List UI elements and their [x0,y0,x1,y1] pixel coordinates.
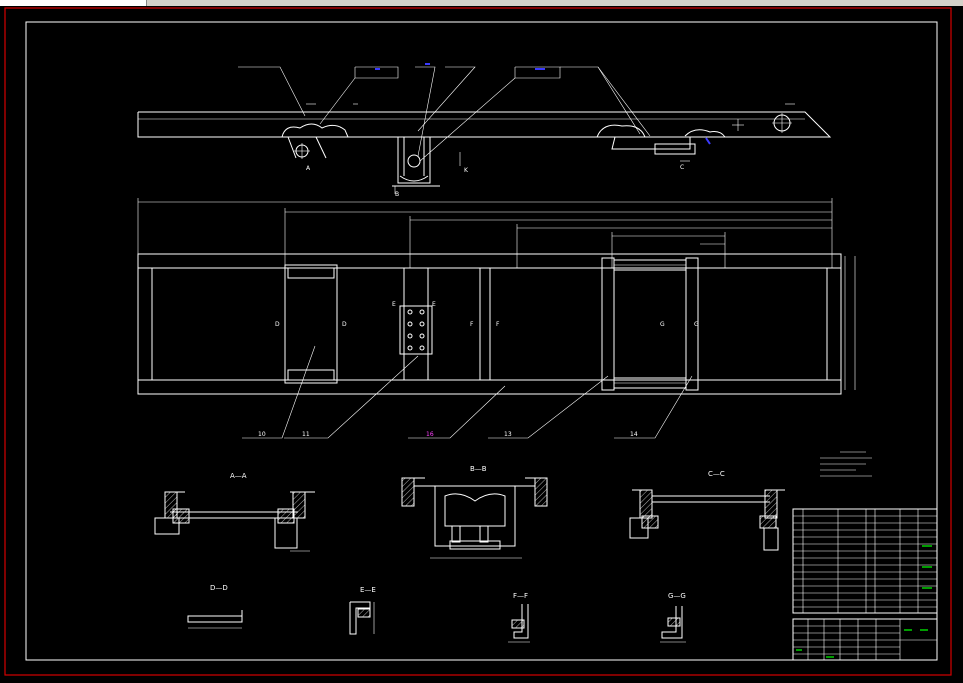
cut-mark-f-left: F [470,321,474,328]
part-number-11: 11 [302,431,310,438]
window-title-bar [0,0,963,6]
section-a-a: A—A [154,472,315,552]
section-label-a-a: A—A [230,472,247,480]
part-number-10: 10 [258,431,266,438]
section-label-g-g: G—G [668,592,686,600]
cut-mark-d-left: D [275,321,280,328]
elevation-view: A B K C [137,63,832,198]
section-f-f: F—F [508,592,530,643]
cut-mark-g-left: G [660,321,665,328]
parts-list-table [792,508,938,614]
cut-mark-b: B [395,191,399,198]
technical-notes-block [820,451,872,477]
section-d-d: D—D [187,584,243,629]
cut-mark-e-left: E [392,301,396,308]
cut-mark-a: A [306,165,311,172]
cut-mark-c: C [680,164,684,171]
cut-mark-e-right: E [432,301,436,308]
cut-mark-d-right: D [342,321,347,328]
section-c-c: C—C [629,470,785,551]
plan-view: 10 11 16 13 14 D D E E F F G G [137,253,842,439]
section-e-e: E—E [349,586,376,635]
section-g-g: G—G [660,592,686,643]
section-label-c-c: C—C [708,470,725,478]
inner-drawing-border [25,21,938,661]
section-label-d-d: D—D [210,584,228,592]
cut-mark-f-right: F [496,321,500,328]
outer-sheet-frame [4,7,952,676]
dimension-chains [137,198,856,390]
section-b-b: B—B [401,465,548,559]
cut-mark-g-right: G [694,321,699,328]
cad-drawing-canvas[interactable]: A B K C [0,6,963,683]
part-number-14: 14 [630,431,638,438]
title-block [792,618,938,661]
part-number-13: 13 [504,431,512,438]
section-label-f-f: F—F [513,592,528,600]
part-number-16: 16 [426,431,434,438]
document-tab[interactable] [0,0,147,6]
section-label-b-b: B—B [470,465,487,473]
cut-mark-k: K [464,167,469,174]
section-label-e-e: E—E [360,586,376,594]
